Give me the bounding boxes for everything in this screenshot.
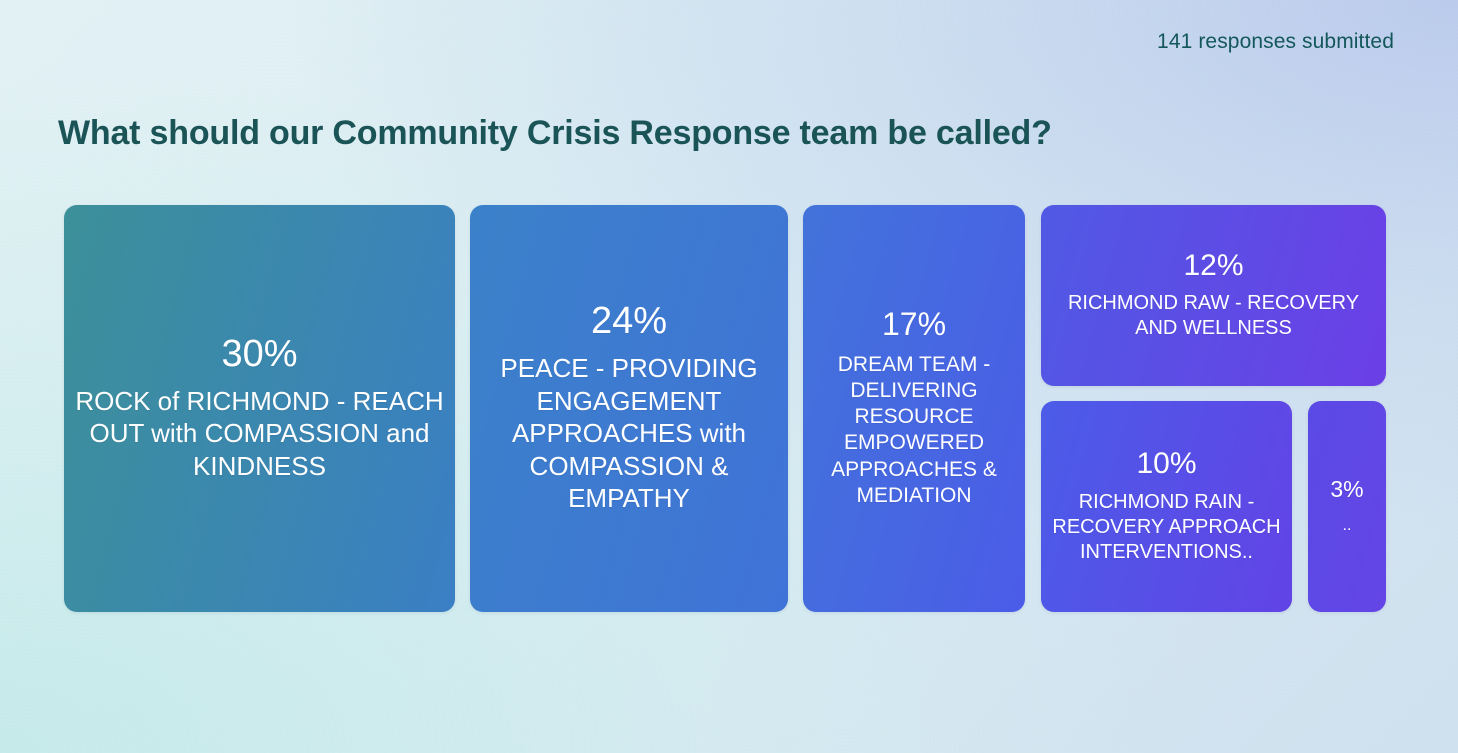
tile-percentage: 10% bbox=[1136, 447, 1197, 481]
page-title: What should our Community Crisis Respons… bbox=[58, 113, 1052, 152]
treemap-tile[interactable]: 24% PEACE - PROVIDING ENGAGEMENT APPROAC… bbox=[470, 205, 788, 612]
tile-label: .. bbox=[1342, 516, 1352, 534]
treemap-chart: 30% ROCK of RICHMOND - REACH OUT with CO… bbox=[64, 205, 1386, 612]
treemap-tile[interactable]: 17% DREAM TEAM - DELIVERING RESOURCE EMP… bbox=[803, 205, 1025, 612]
tile-label: RICHMOND RAIN - RECOVERY APPROACH INTERV… bbox=[1052, 490, 1281, 563]
tile-percentage: 3% bbox=[1330, 476, 1364, 503]
tile-percentage: 17% bbox=[881, 305, 947, 342]
tile-label: RICHMOND RAW - RECOVERY AND WELLNESS bbox=[1067, 292, 1360, 340]
treemap-tile[interactable]: 12% RICHMOND RAW - RECOVERY AND WELLNESS bbox=[1041, 205, 1386, 386]
treemap-tile[interactable]: 3% .. bbox=[1308, 401, 1386, 612]
responses-submitted-count: 141 responses submitted bbox=[1157, 30, 1394, 53]
tile-label: ROCK of RICHMOND - REACH OUT with COMPAS… bbox=[75, 385, 444, 481]
tile-percentage: 30% bbox=[221, 332, 298, 375]
tile-percentage: 24% bbox=[590, 300, 668, 343]
tile-label: DREAM TEAM - DELIVERING RESOURCE EMPOWER… bbox=[831, 352, 997, 507]
footer-toolbar: Treemap Bar 1 of 1 bbox=[0, 653, 1458, 753]
treemap-tile[interactable]: 10% RICHMOND RAIN - RECOVERY APPROACH IN… bbox=[1041, 401, 1292, 612]
tile-label: PEACE - PROVIDING ENGAGEMENT APPROACHES … bbox=[500, 353, 758, 514]
treemap-tile[interactable]: 30% ROCK of RICHMOND - REACH OUT with CO… bbox=[64, 205, 455, 612]
tile-percentage: 12% bbox=[1183, 248, 1244, 282]
